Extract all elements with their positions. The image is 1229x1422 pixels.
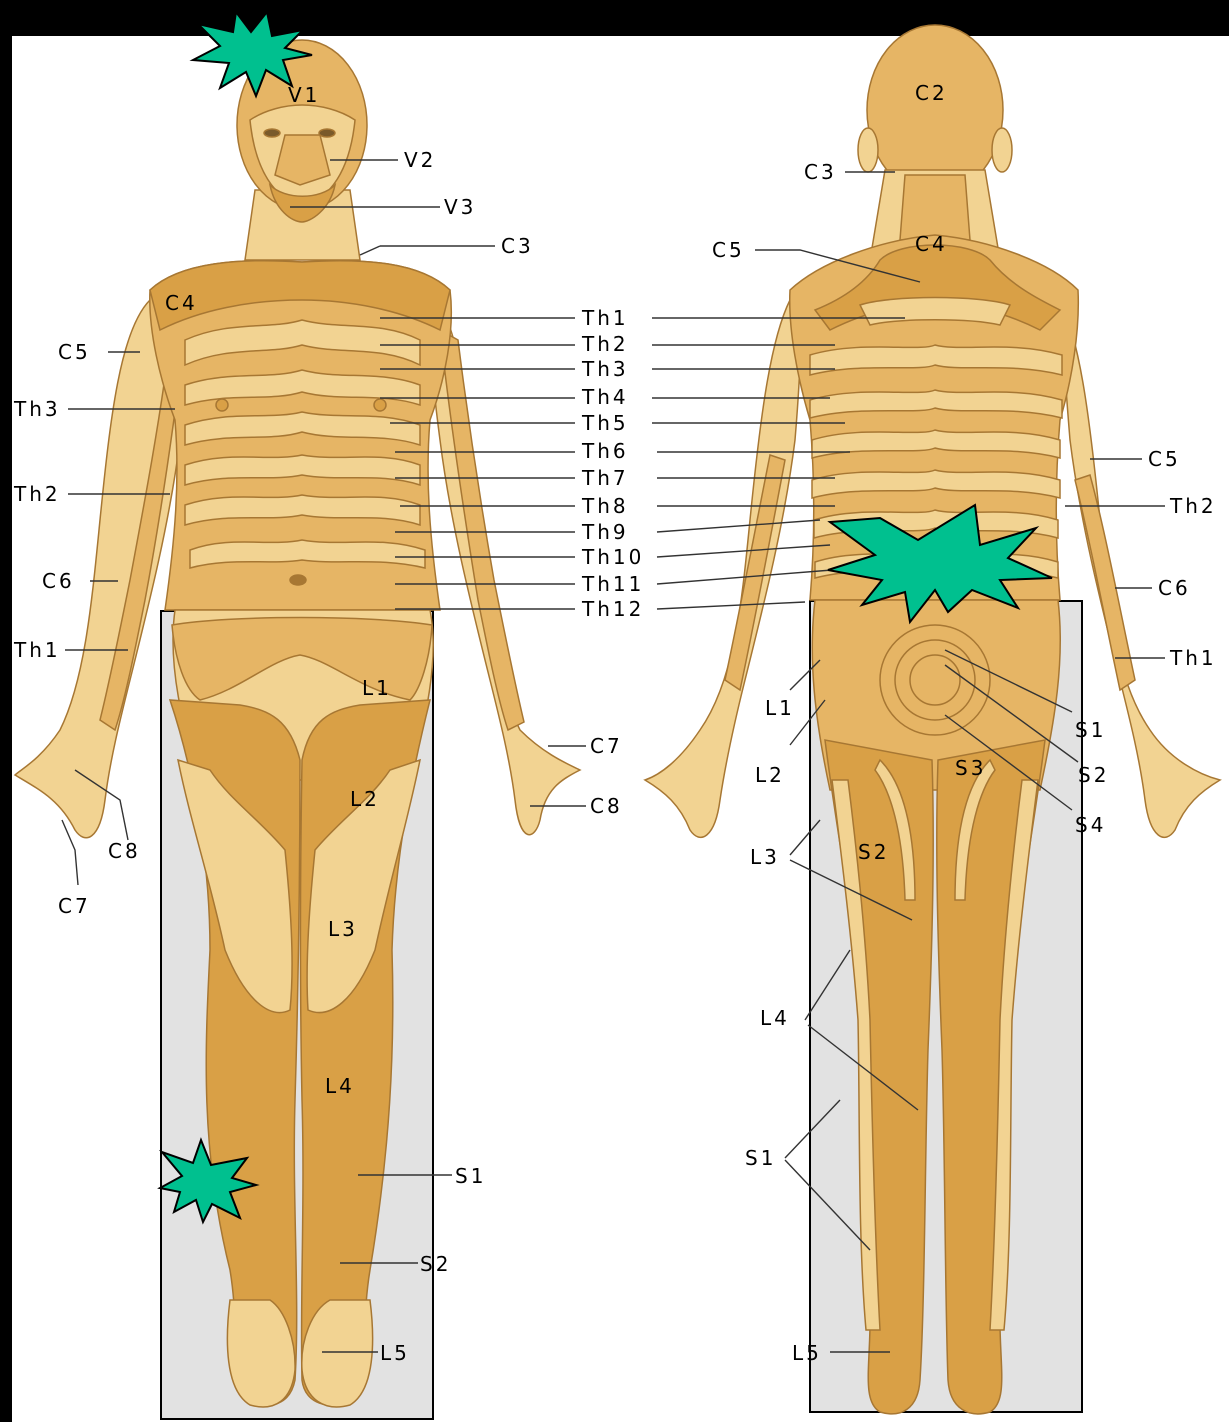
back-label-s3: S3 — [955, 756, 986, 780]
center-label-th3: Th3 — [581, 357, 629, 381]
center-label-th7: Th7 — [581, 466, 629, 490]
back-label-th1: Th1 — [1169, 646, 1217, 670]
back-label-c3: C3 — [804, 160, 837, 184]
front-label-c8: C8 — [108, 839, 141, 863]
front-label-v3: V3 — [444, 195, 476, 219]
front-label-s2: S2 — [420, 1252, 451, 1276]
back-label-s1: S1 — [1075, 718, 1106, 742]
back-label-c2: C2 — [915, 81, 948, 105]
center-label-th1: Th1 — [581, 306, 629, 330]
front-label-l3: L3 — [328, 917, 358, 941]
back-label-s2-leg: S2 — [858, 840, 889, 864]
front-label-l4: L4 — [325, 1074, 355, 1098]
front-label-c3: C3 — [501, 234, 534, 258]
back-label-c5: C5 — [712, 238, 745, 262]
center-label-th4: Th4 — [581, 385, 629, 409]
center-label-th12: Th12 — [581, 597, 644, 621]
front-label-c8-hand: C8 — [590, 794, 623, 818]
front-left-nipple — [216, 399, 228, 411]
center-label-th11: Th11 — [581, 572, 644, 596]
back-label-c5-arm: C5 — [1148, 447, 1181, 471]
front-label-c7: C7 — [58, 894, 91, 918]
back-label-th2: Th2 — [1169, 494, 1217, 518]
back-neck-c3 — [900, 175, 970, 240]
front-label-th2: Th2 — [13, 482, 61, 506]
back-left-ear — [858, 128, 878, 172]
center-label-th6: Th6 — [581, 439, 629, 463]
center-label-th8: Th8 — [581, 494, 629, 518]
front-label-th3: Th3 — [13, 397, 61, 421]
back-label-l5: L5 — [792, 1341, 822, 1365]
back-label-c6: C6 — [1158, 576, 1191, 600]
front-navel — [290, 575, 306, 585]
back-label-l1: L1 — [765, 696, 795, 720]
front-label-c7-hand: C7 — [590, 734, 623, 758]
front-label-s1: S1 — [455, 1164, 486, 1188]
back-right-ear — [992, 128, 1012, 172]
center-label-th2: Th2 — [581, 332, 629, 356]
back-label-s4: S4 — [1075, 813, 1106, 837]
back-label-l2: L2 — [755, 763, 785, 787]
front-right-eye — [319, 129, 335, 137]
front-label-c4: C4 — [165, 291, 198, 315]
back-label-l4: L4 — [760, 1006, 790, 1030]
front-left-eye — [264, 129, 280, 137]
back-label-s2: S2 — [1078, 763, 1109, 787]
center-label-th10: Th10 — [581, 545, 644, 569]
front-label-th1: Th1 — [13, 638, 61, 662]
back-label-c4: C4 — [915, 232, 948, 256]
front-label-l5: L5 — [380, 1341, 410, 1365]
front-label-l2: L2 — [350, 787, 380, 811]
center-label-th9: Th9 — [581, 520, 629, 544]
front-label-c6: C6 — [42, 569, 75, 593]
front-label-c5: C5 — [58, 340, 91, 364]
front-label-l1: L1 — [362, 676, 392, 700]
back-label-l3: L3 — [750, 845, 780, 869]
front-label-v2: V2 — [404, 148, 436, 172]
back-label-s1-leg: S1 — [745, 1146, 776, 1170]
front-right-nipple — [374, 399, 386, 411]
front-face-v2 — [275, 135, 330, 185]
center-label-th5: Th5 — [581, 411, 629, 435]
